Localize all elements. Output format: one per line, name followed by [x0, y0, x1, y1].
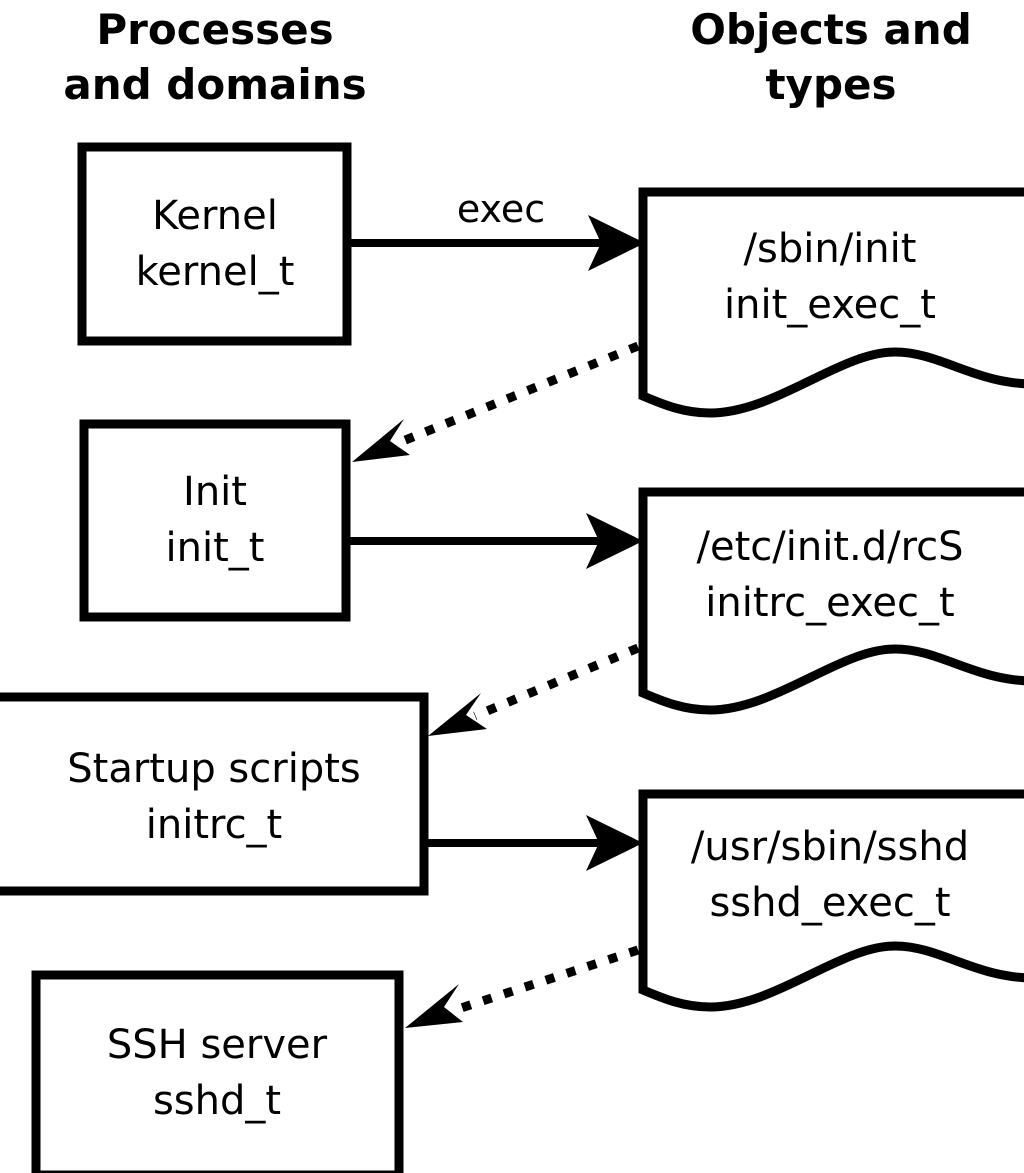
object-node-initrc-exec-path: /etc/init.d/rcS: [696, 524, 963, 570]
object-node-init-exec[interactable]: /sbin/init init_exec_t: [638, 187, 1024, 418]
column-header-objects-line1: Objects and: [690, 5, 972, 54]
process-node-kernel[interactable]: Kernel kernel_t: [77, 142, 352, 346]
arrowhead-left: [405, 984, 463, 1028]
process-node-kernel-type: kernel_t: [136, 249, 295, 295]
arrowhead-right: [586, 513, 643, 569]
process-node-init-name: Init: [183, 469, 247, 515]
process-node-initrc-type: initrc_t: [146, 802, 283, 848]
edge-init-exec-initrc-exec: [348, 513, 643, 569]
edge-initrc-exec-sshd-exec: [428, 815, 643, 871]
column-header-processes-line1: Processes: [96, 5, 333, 54]
column-header-processes: Processes and domains: [63, 5, 366, 109]
object-node-init-exec-type: init_exec_t: [724, 282, 936, 328]
object-node-sshd-exec-shape[interactable]: [638, 789, 1024, 1012]
edge-init-exec-transition-init: [352, 341, 640, 462]
process-node-initrc[interactable]: Startup scripts initrc_t: [0, 692, 429, 896]
arrowhead-left: [352, 419, 410, 462]
process-node-sshd-name: SSH server: [107, 1022, 328, 1068]
process-node-kernel-name: Kernel: [152, 193, 278, 239]
process-node-kernel-box[interactable]: [77, 142, 352, 346]
process-node-initrc-box[interactable]: [0, 692, 429, 896]
edge-kernel-exec-init-exec: exec: [350, 187, 645, 271]
process-node-sshd[interactable]: SSH server sshd_t: [31, 970, 404, 1173]
edge-initrc-exec-transition-initrc: [428, 643, 640, 736]
object-node-initrc-exec-type: initrc_exec_t: [705, 580, 954, 626]
edge-label-exec: exec: [457, 187, 545, 231]
arrowhead-right: [588, 215, 645, 271]
edge-line: [453, 945, 640, 1015]
edge-sshd-exec-transition-sshd: [405, 945, 640, 1028]
process-node-sshd-type: sshd_t: [153, 1078, 281, 1124]
arrowhead-left: [428, 693, 487, 736]
object-node-initrc-exec[interactable]: /etc/init.d/rcS initrc_exec_t: [638, 487, 1024, 715]
object-node-sshd-exec-type: sshd_exec_t: [709, 880, 950, 926]
process-node-initrc-name: Startup scripts: [67, 746, 360, 792]
edge-line: [473, 643, 640, 721]
column-header-objects-line2: types: [765, 60, 896, 109]
edge-line: [396, 341, 640, 448]
object-node-sshd-exec-path: /usr/sbin/sshd: [691, 824, 969, 870]
process-node-sshd-box[interactable]: [31, 970, 404, 1173]
arrowhead-right: [586, 815, 643, 871]
process-node-init[interactable]: Init init_t: [79, 419, 351, 622]
object-node-initrc-exec-shape[interactable]: [638, 487, 1024, 715]
process-node-init-type: init_t: [166, 525, 265, 571]
process-node-init-box[interactable]: [79, 419, 351, 622]
column-header-processes-line2: and domains: [63, 60, 366, 109]
object-node-init-exec-shape[interactable]: [638, 187, 1024, 418]
column-header-objects: Objects and types: [690, 5, 972, 109]
object-node-init-exec-path: /sbin/init: [744, 226, 917, 272]
object-node-sshd-exec[interactable]: /usr/sbin/sshd sshd_exec_t: [638, 789, 1024, 1012]
